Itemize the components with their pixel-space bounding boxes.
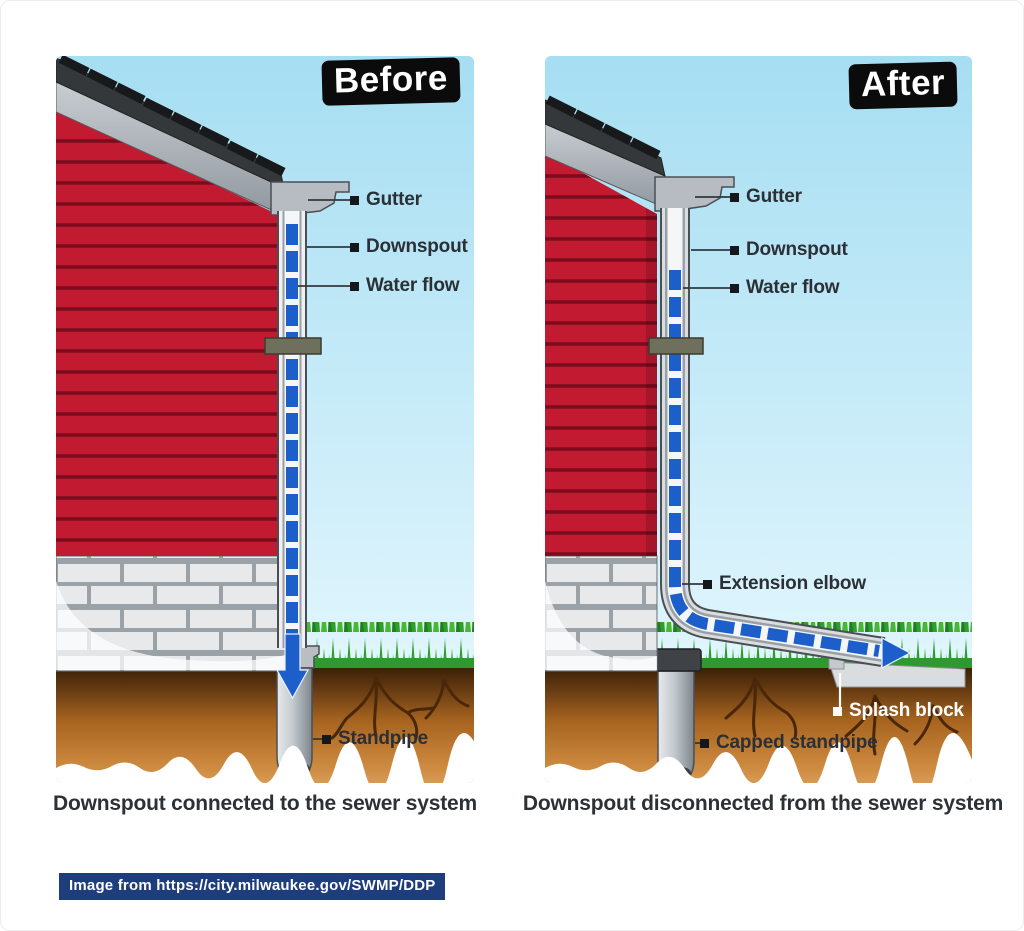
roof [545, 95, 671, 211]
label-downspout: Downspout [350, 236, 468, 257]
label-water-flow-text: Water flow [746, 277, 840, 298]
after-scene-illustration [545, 56, 972, 783]
bullet-icon [730, 283, 739, 293]
foundation [56, 555, 290, 672]
bullet-icon [833, 706, 842, 716]
label-gutter: Gutter [730, 186, 802, 207]
connector-lines [682, 196, 732, 744]
standpipe-cap [650, 648, 702, 672]
label-standpipe-text: Standpipe [338, 728, 429, 749]
connector-lines [298, 199, 352, 740]
label-splash-block-text: Splash block [849, 700, 964, 721]
house [545, 95, 735, 672]
attribution-badge: Image from https://city.milwaukee.gov/SW… [59, 873, 446, 900]
grass [286, 622, 474, 671]
label-gutter-text: Gutter [366, 189, 422, 210]
gutter [270, 181, 350, 216]
torn-soil-edge [545, 733, 972, 783]
bullet-icon [350, 281, 359, 291]
label-gutter-text: Gutter [746, 186, 802, 207]
roots [724, 676, 959, 756]
label-downspout-text: Downspout [366, 236, 468, 257]
label-capped-standpipe-text: Capped standpipe [716, 732, 878, 753]
label-splash-block: Splash block [833, 700, 964, 721]
label-water-flow: Water flow [730, 277, 840, 298]
label-extension-elbow: Extension elbow [703, 573, 866, 594]
roof [56, 56, 290, 219]
water-arrow-icon [881, 636, 912, 670]
label-capped-standpipe: Capped standpipe [700, 732, 878, 753]
roots [330, 676, 470, 740]
downspout-strap [264, 337, 322, 355]
bullet-icon [703, 579, 712, 589]
label-extension-elbow-text: Extension elbow [719, 573, 866, 594]
label-water-flow-text: Water flow [366, 275, 460, 296]
foundation [545, 555, 658, 672]
house [56, 56, 350, 672]
panel-after: After Gutter Downspout Water flow Extens… [545, 56, 972, 783]
bullet-icon [350, 242, 359, 252]
downspout-extension-pipe [660, 208, 886, 667]
bullet-icon [730, 192, 739, 202]
label-downspout: Downspout [730, 239, 848, 260]
after-title: After [848, 61, 958, 110]
label-standpipe: Standpipe [322, 728, 429, 749]
downspout-strap [648, 337, 704, 355]
label-gutter: Gutter [350, 189, 422, 210]
torn-soil-edge [56, 733, 474, 783]
water-flow-stripe [669, 270, 880, 657]
bullet-icon [322, 734, 331, 744]
siding [545, 152, 657, 556]
label-water-flow: Water flow [350, 275, 460, 296]
bullet-icon [700, 738, 709, 748]
before-scene-illustration [56, 56, 474, 783]
bullet-icon [730, 245, 739, 255]
after-caption: Downspout disconnected from the sewer sy… [522, 792, 1004, 815]
before-title: Before [321, 57, 461, 106]
label-downspout-text: Downspout [746, 239, 848, 260]
panel-before: Before Gutter Downspout Water flow Stand… [56, 56, 474, 783]
water-arrow-icon [275, 633, 310, 700]
splash-block [828, 655, 966, 688]
before-caption: Downspout connected to the sewer system [53, 792, 477, 815]
bullet-icon [350, 195, 359, 205]
